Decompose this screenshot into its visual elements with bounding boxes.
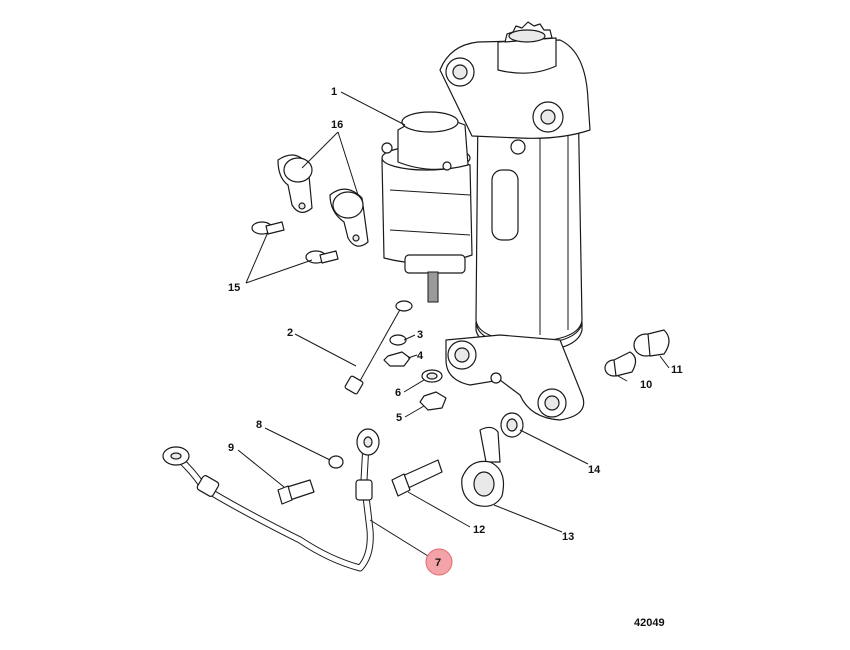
starter-solenoid xyxy=(381,111,473,303)
callout-1[interactable]: 1 xyxy=(331,86,337,98)
nut-5 xyxy=(419,391,447,411)
washer-14 xyxy=(500,412,524,438)
callout-9[interactable]: 9 xyxy=(228,442,234,454)
callout-15[interactable]: 15 xyxy=(228,282,240,294)
diagram-number: 42049 xyxy=(634,617,665,629)
callout-12[interactable]: 12 xyxy=(473,524,485,536)
washer-3 xyxy=(389,334,407,346)
lock-washer-6 xyxy=(421,369,443,383)
callout-16[interactable]: 16 xyxy=(331,119,343,131)
bushing-10 xyxy=(604,351,637,377)
callout-10[interactable]: 10 xyxy=(640,379,652,391)
cable-clamp-upper xyxy=(277,154,313,213)
callout-7[interactable]: 7 xyxy=(435,557,441,569)
callout-8[interactable]: 8 xyxy=(256,419,262,431)
starter-motor-assembly xyxy=(439,21,591,421)
cable-clamp-lower xyxy=(329,188,369,247)
callout-13[interactable]: 13 xyxy=(562,531,574,543)
nut-4 xyxy=(383,351,411,367)
callout-4[interactable]: 4 xyxy=(417,350,424,362)
leader-lines xyxy=(237,91,670,557)
solenoid-cable xyxy=(344,300,413,395)
clamp-13 xyxy=(461,426,505,507)
screw-lower xyxy=(305,250,339,264)
grommet-11 xyxy=(633,329,670,357)
callout-11[interactable]: 11 xyxy=(671,364,683,376)
callout-2[interactable]: 2 xyxy=(287,327,293,339)
callout-7-highlight xyxy=(425,548,453,576)
screw-upper xyxy=(251,221,285,235)
callout-6[interactable]: 6 xyxy=(395,387,401,399)
callout-14[interactable]: 14 xyxy=(588,464,601,476)
callout-5[interactable]: 5 xyxy=(396,412,402,424)
bolt-12 xyxy=(391,459,443,497)
ground-cable xyxy=(162,428,380,572)
callout-3[interactable]: 3 xyxy=(417,329,423,341)
lock-washer-8 xyxy=(328,455,344,469)
bolt-9 xyxy=(277,479,315,505)
